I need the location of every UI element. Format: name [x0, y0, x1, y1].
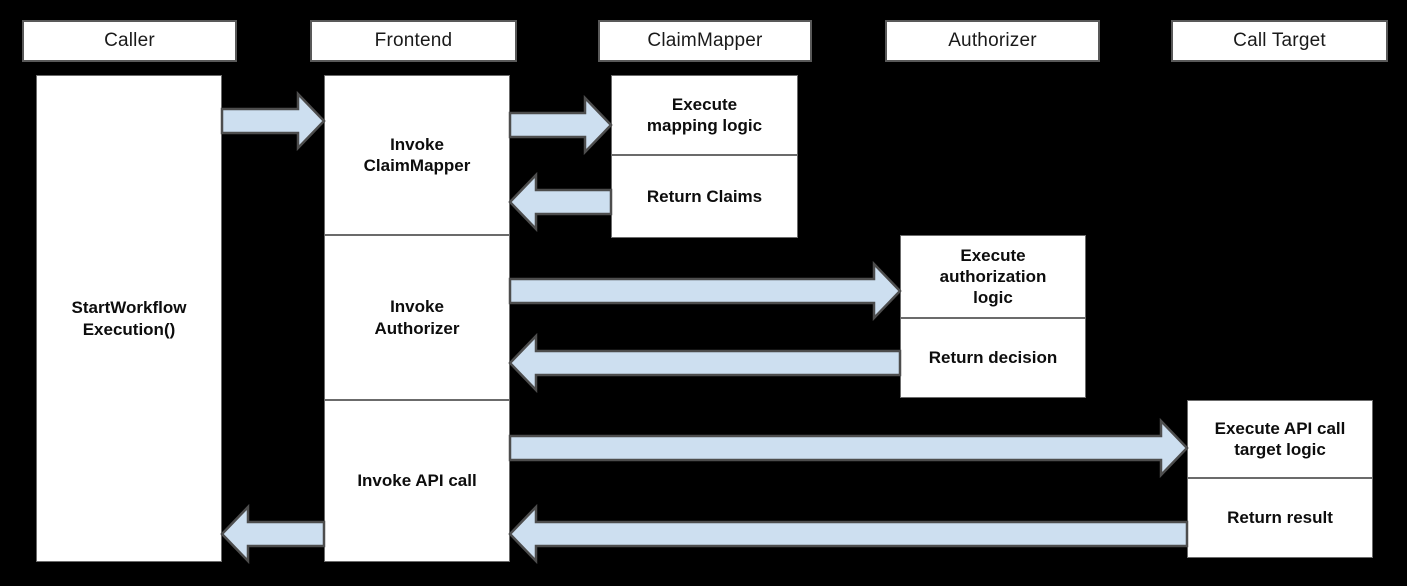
arrow-shape [220, 90, 326, 152]
lifeline-header-label: Authorizer [948, 30, 1037, 51]
message-arrow-msg-authorizer-to-frontend [508, 332, 902, 394]
activation-label-line: Execute API call [1214, 418, 1346, 438]
activation-label-line: Invoke API call [357, 471, 477, 491]
lifeline-header-label: Call Target [1233, 30, 1326, 51]
activation-label-line: logic [973, 288, 1013, 308]
activation-label-line: ClaimMapper [363, 156, 471, 175]
activation-label: Execute API call target logic [1215, 418, 1346, 461]
arrow-shape [508, 94, 613, 156]
lifeline-header-label: Caller [104, 30, 155, 51]
activation-label-line: Return Claims [646, 186, 763, 206]
lifeline-header-calltarget: Call Target [1171, 20, 1388, 62]
arrow-shape [508, 503, 1189, 565]
activation-label: Invoke API call [357, 470, 476, 491]
lifeline-header-caller: Caller [22, 20, 237, 62]
activation-label-line: StartWorkflow [71, 298, 187, 318]
activation-box-execute-mapping-logic: Execute mapping logic [611, 75, 798, 155]
activation-label-line: Return result [1227, 508, 1333, 528]
activation-box-invoke-api-call: Invoke API call [324, 400, 510, 562]
lifeline-header-frontend: Frontend [310, 20, 517, 62]
message-arrow-msg-claimmapper-to-frontend [508, 171, 613, 233]
activation-box-execute-api-call-target-logic: Execute API call target logic [1187, 400, 1373, 478]
activation-label-line: Return decision [928, 348, 1058, 368]
arrow-shape [508, 417, 1189, 479]
activation-label-line: Execute [671, 94, 738, 114]
message-arrow-msg-frontend-to-caller [220, 503, 326, 565]
activation-label-line: Invoke [390, 134, 444, 154]
arrow-shape [508, 171, 613, 233]
activation-label: Return result [1227, 507, 1333, 528]
activation-label: Execute mapping logic [647, 94, 762, 137]
activation-box-return-result: Return result [1187, 478, 1373, 558]
message-arrow-msg-calltarget-to-frontend [508, 503, 1189, 565]
activation-label-line: mapping logic [646, 116, 763, 135]
arrow-shape [508, 260, 902, 322]
activation-label: Return decision [929, 347, 1057, 368]
activation-label-line: Execute [960, 245, 1026, 265]
activation-box-return-decision: Return decision [900, 318, 1086, 398]
lifeline-header-label: Frontend [374, 30, 453, 51]
activation-label: Return Claims [647, 186, 762, 207]
activation-label-line: authorization [939, 266, 1047, 286]
arrow-shape [508, 332, 902, 394]
message-arrow-msg-frontend-to-claimmapper [508, 94, 613, 156]
lifeline-header-label: ClaimMapper [647, 30, 763, 51]
lifeline-header-authorizer: Authorizer [885, 20, 1100, 62]
activation-label-line: Authorizer [374, 318, 460, 338]
activation-label-line: target logic [1234, 440, 1326, 459]
message-arrow-msg-frontend-to-calltarget [508, 417, 1189, 479]
activation-label-line: Invoke [390, 297, 444, 317]
activation-label-line: Execution() [82, 319, 176, 339]
arrow-shape [220, 503, 326, 565]
lifeline-header-claimmapper: ClaimMapper [598, 20, 812, 62]
message-arrow-msg-frontend-to-authorizer [508, 260, 902, 322]
message-arrow-msg-caller-to-frontend [220, 90, 326, 152]
activation-box-return-claims: Return Claims [611, 155, 798, 238]
